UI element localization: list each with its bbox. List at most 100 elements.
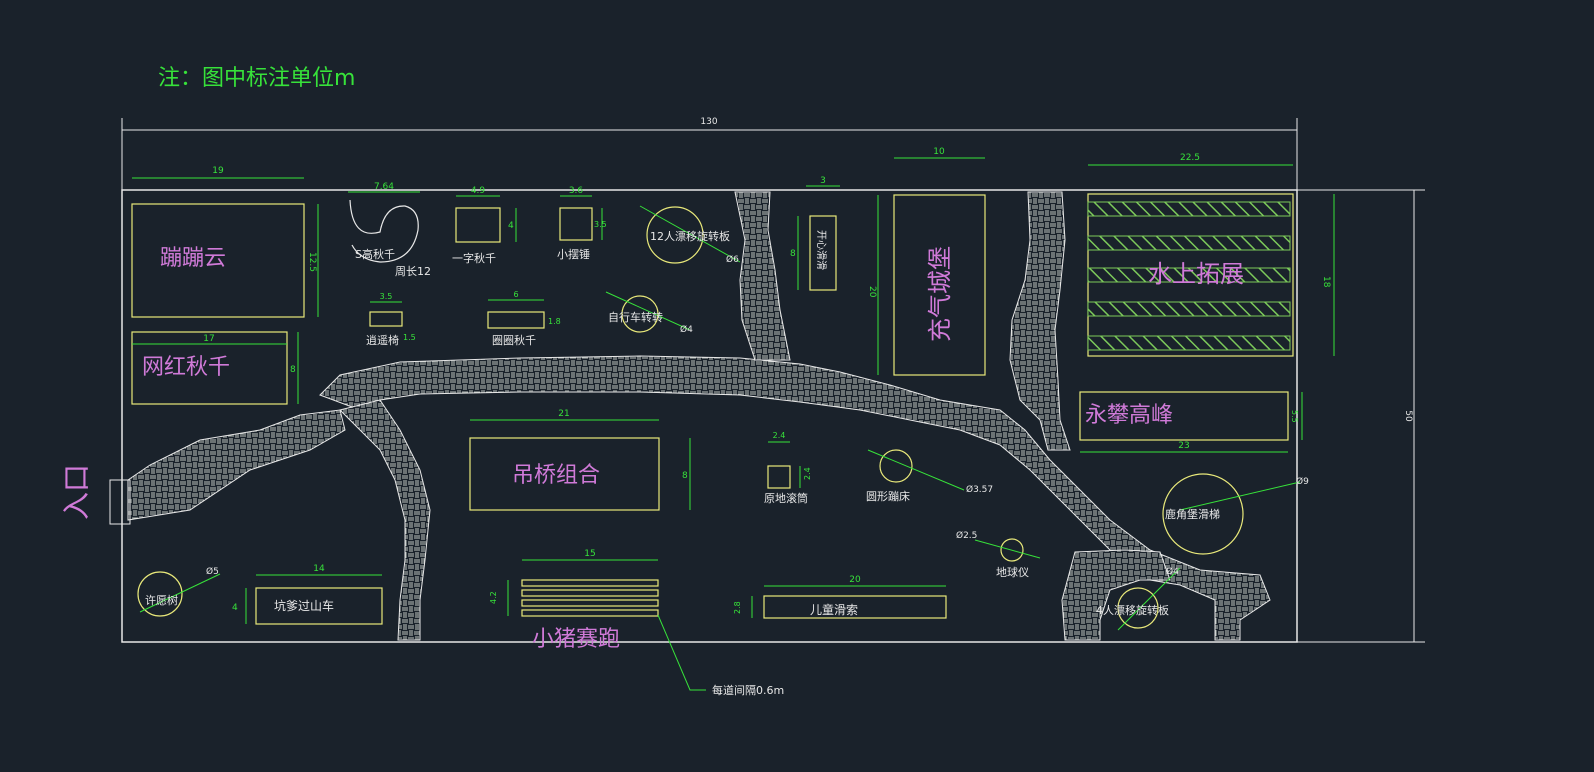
dim-s-swing-w-label: 7.64	[374, 182, 394, 192]
walkway-paths	[127, 191, 1271, 641]
path-north-east	[1009, 191, 1071, 451]
dim-castle-h-label: 20	[867, 286, 877, 298]
gundong-label: 原地滚筒	[764, 491, 808, 505]
dim-xinxin-h-label: 8	[790, 249, 796, 259]
globe-label: 地球仪	[996, 565, 1029, 579]
xiaoyao-chair	[369, 311, 403, 327]
wish-dia: Ø5	[206, 566, 219, 577]
bounce-circle	[879, 449, 913, 483]
spin12-leader	[639, 205, 741, 263]
dim-pig-w-label: 15	[584, 549, 595, 559]
xinxin-label: 开心滑滑	[815, 230, 827, 270]
pig-label: 小猪赛跑	[532, 627, 620, 652]
quanquan-label: 圈圈秋千	[492, 333, 536, 347]
dim-xiaobaichui-w-label: 3.6	[569, 186, 584, 196]
s-swing-shape	[349, 199, 419, 263]
entrance-gate	[109, 479, 131, 525]
dim-diaoqiao-w-label: 21	[558, 409, 569, 419]
dim-xinxin-w-label: 3	[820, 176, 826, 186]
water-hatch-bands	[1087, 201, 1291, 351]
castle-label: 充气城堡	[926, 246, 954, 342]
dim-wanghong-w-label: 17	[203, 334, 214, 344]
path-main-west	[319, 355, 1271, 641]
kengdie-area	[255, 587, 383, 625]
bike-circle	[621, 295, 659, 333]
site-boundary	[121, 189, 1298, 643]
dim-diaoqiao-h-label: 8	[682, 471, 688, 481]
dim-yizi-h-label: 4	[508, 221, 514, 231]
unit-note: 注：图中标注单位m	[158, 66, 356, 91]
bounce-leader	[867, 449, 965, 491]
dim-pig-h-label: 4.2	[489, 591, 498, 604]
climb-label: 永攀高峰	[1085, 403, 1173, 428]
spin4-leader	[1117, 567, 1181, 631]
spin4-label: 4人漂移旋转板	[1096, 603, 1169, 617]
path-entrance-branch	[127, 409, 346, 521]
dim-climb-w-label: 23	[1178, 441, 1189, 451]
xiaoyao-label: 逍遥椅	[366, 333, 399, 347]
yizi-swing	[455, 207, 501, 243]
dim-yizi-w-label: 4.9	[471, 186, 486, 196]
dim-xiaoyao-w-label: 3.5	[380, 292, 393, 301]
spin12-dia: Ø6	[726, 254, 739, 265]
dim-total-width-label: 130	[700, 117, 717, 127]
lane-label: 每道间隔0.6m	[712, 683, 784, 697]
wish-label: 许愿树	[145, 593, 178, 607]
slide-dia: Ø9	[1296, 476, 1309, 487]
dim-total-height	[1297, 189, 1425, 643]
path-north-west	[734, 191, 791, 361]
xiaobaichui-label: 小摆锤	[557, 247, 590, 261]
dim-kengdie-w-label: 14	[313, 564, 325, 574]
dim-quanquan-h-label: 1.8	[548, 317, 561, 326]
yunyun-label: 蹦蹦云	[160, 246, 226, 271]
wish-leader	[139, 573, 221, 613]
dim-climb-h-label: 5.5	[1290, 410, 1299, 423]
quanquan-swing	[487, 311, 545, 329]
wish-circle	[137, 571, 183, 617]
wanghong-label: 网红秋千	[142, 355, 230, 380]
dim-kengdie-h-label: 4	[232, 603, 238, 613]
bike-label: 自行车转转	[608, 310, 663, 324]
s-swing-label: S高秋千	[355, 247, 395, 261]
bounce-label: 圆形蹦床	[866, 489, 910, 503]
slide-leader	[1179, 481, 1301, 511]
lane-leader	[657, 614, 706, 691]
yizi-label: 一字秋千	[452, 251, 496, 265]
path-south-branch	[339, 399, 431, 641]
dim-total-width	[121, 118, 1298, 190]
dim-water-h-label: 18	[1321, 276, 1331, 288]
wanghong-swing	[131, 331, 288, 405]
path-south-east-plaza	[1061, 549, 1171, 641]
spin12-circle	[646, 206, 704, 264]
dim-wanghong-h-label: 8	[290, 365, 296, 375]
globe-leader	[974, 539, 1041, 559]
zipline-label: 儿童滑索	[810, 602, 858, 617]
dim-zipline-h-label: 2.8	[733, 601, 742, 614]
xiaobaichui	[559, 207, 593, 241]
slide-circle	[1162, 473, 1244, 555]
dim-zipline-w-label: 20	[849, 575, 861, 585]
spin12-label: 12人漂移旋转板	[650, 229, 730, 243]
dim-xiaobaichui-h-label: 3.5	[594, 220, 607, 229]
kengdie-label: 坑爹过山车	[274, 598, 334, 613]
dim-yunyun-w-label: 19	[212, 166, 224, 176]
diaoqiao-area	[469, 437, 660, 511]
dim-gundong-h-label: 2.4	[803, 467, 812, 480]
yunyun-area	[131, 203, 305, 318]
spin4-dia: Ø4	[1166, 566, 1179, 577]
entrance-label: 入口	[60, 464, 93, 520]
zipline-area	[763, 595, 947, 619]
dim-yunyun-h-label: 12.5	[307, 252, 317, 272]
dim-water-w-label: 22.5	[1180, 153, 1200, 163]
castle-area	[893, 194, 986, 376]
gundong-box	[767, 465, 791, 489]
dim-castle-w-label: 10	[933, 147, 945, 157]
globe-dia: Ø2.5	[956, 530, 977, 541]
bike-leader	[605, 291, 691, 331]
dim-quanquan-w-label: 6	[513, 290, 518, 299]
diaoqiao-label: 吊桥组合	[512, 463, 600, 488]
bike-dia: Ø4	[680, 324, 693, 335]
spin4-circle	[1117, 587, 1159, 629]
bounce-dia: Ø3.57	[966, 484, 993, 495]
